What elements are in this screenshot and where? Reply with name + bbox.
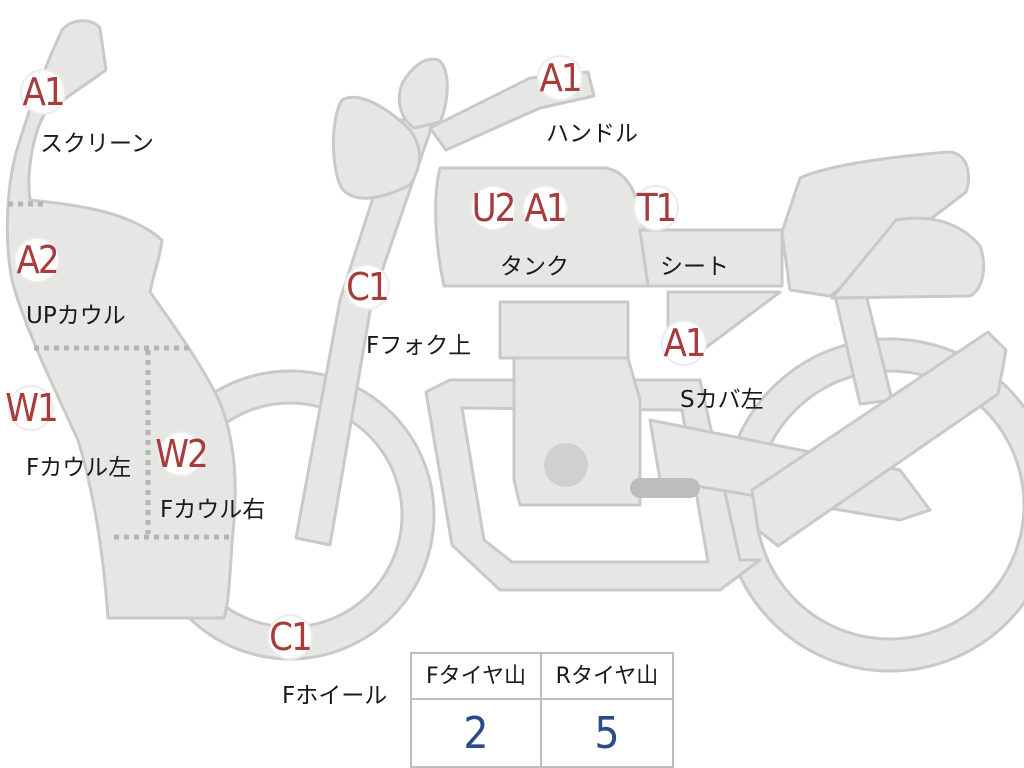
- label-tank[interactable]: タンク: [500, 254, 569, 280]
- rear-seat: [780, 150, 971, 298]
- badge-front-cowl-right: W2: [155, 431, 209, 477]
- label-upper-cowl[interactable]: UPカウル: [26, 303, 126, 329]
- label-front-cowl-left[interactable]: Fカウル左: [26, 455, 132, 481]
- label-front-fork-upper[interactable]: Fフォク上: [366, 333, 472, 359]
- badge-handlebar: A1: [537, 55, 583, 101]
- label-front-cowl-right[interactable]: Fカウル右: [160, 497, 266, 523]
- badge-front-wheel: C1: [267, 614, 313, 660]
- label-side-cover-left[interactable]: Sカバ左: [680, 387, 764, 413]
- badge-side-cover-left: A1: [661, 320, 707, 366]
- mirror: [397, 57, 449, 130]
- engine-cover: [544, 443, 588, 487]
- front-tyre-value: 2: [412, 700, 542, 768]
- tyre-tread-table: Fタイヤ山 Rタイヤ山 2 5: [410, 652, 674, 768]
- label-handlebar[interactable]: ハンドル: [546, 121, 638, 147]
- label-screen[interactable]: スクリーン: [40, 131, 154, 157]
- footpeg: [630, 478, 700, 498]
- seat: [638, 228, 784, 288]
- front-tyre-header: Fタイヤ山: [412, 654, 542, 700]
- rear-tyre-value: 5: [594, 708, 620, 759]
- badge-tank-a1: A1: [522, 185, 568, 231]
- badge-front-fork-upper: C1: [344, 264, 390, 310]
- headlight: [332, 95, 421, 200]
- badge-screen: A1: [20, 69, 66, 115]
- swing-arm: [750, 330, 1008, 548]
- rear-wheel-tire: [725, 340, 1024, 670]
- badge-front-cowl-left: W1: [5, 385, 59, 431]
- badge-seat: T1: [633, 185, 679, 231]
- label-front-wheel[interactable]: Fホイール: [282, 683, 388, 709]
- rear-tyre-header: Rタイヤ山: [542, 654, 672, 700]
- badge-tank-u2: U2: [470, 185, 516, 231]
- label-seat[interactable]: シート: [660, 254, 729, 280]
- tail-cowl: [830, 216, 986, 300]
- engine-block: [498, 300, 630, 360]
- badge-upper-cowl: A2: [14, 237, 60, 283]
